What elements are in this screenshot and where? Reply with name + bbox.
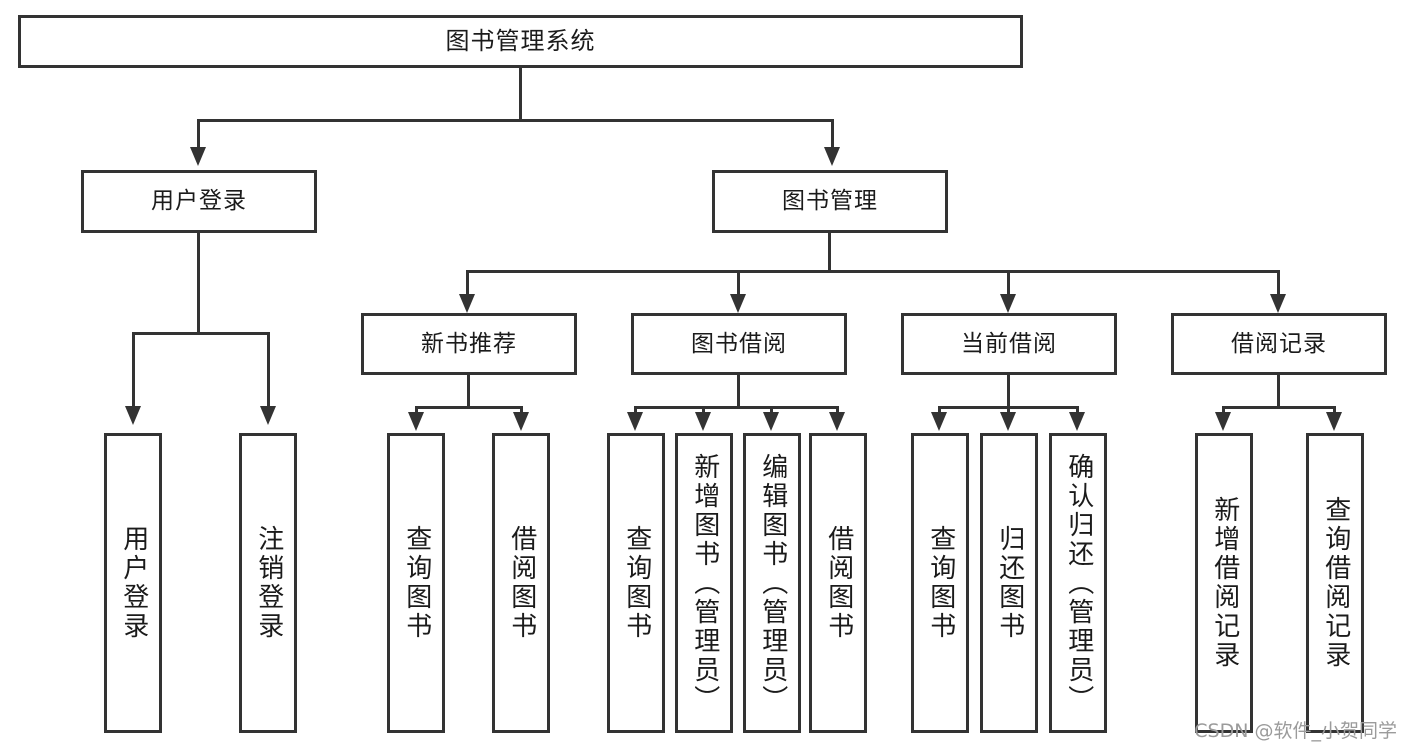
connector-new-book-bus (415, 406, 523, 409)
connector-book-borrow-stem (737, 375, 740, 409)
node-label: 图书借阅 (691, 330, 787, 357)
node-label: 新增图书（管理员） (689, 452, 720, 714)
connector-book-management-stem (828, 233, 831, 272)
leaf-query-book-borrow[interactable]: 查询图书 (607, 433, 665, 733)
connector-root-drop-right (831, 119, 834, 147)
connector-root-bus (197, 119, 834, 122)
connector-book-borrow-drop-4 (836, 406, 839, 414)
arrow-to-leaf-query-book-3 (931, 412, 947, 431)
node-label: 新增借阅记录 (1209, 496, 1240, 670)
arrow-to-current-borrow (1000, 294, 1016, 313)
leaf-borrow-book-borrow[interactable]: 借阅图书 (809, 433, 867, 733)
leaf-query-book-current[interactable]: 查询图书 (911, 433, 969, 733)
connector-new-book-drop-1 (415, 406, 418, 414)
connector-borrow-record-drop-1 (1222, 406, 1225, 414)
node-label: 查询图书 (401, 525, 432, 641)
node-label: 用户登录 (118, 525, 149, 641)
connector-book-borrow-drop-3 (770, 406, 773, 414)
node-label: 查询图书 (925, 525, 956, 641)
leaf-edit-book-admin[interactable]: 编辑图书（管理员） (743, 433, 801, 733)
leaf-add-borrow-record[interactable]: 新增借阅记录 (1195, 433, 1253, 733)
node-label: 确认归还（管理员） (1063, 452, 1094, 714)
connector-user-login-drop-1 (132, 332, 135, 406)
node-label: 编辑图书（管理员） (757, 452, 788, 714)
arrow-to-leaf-add-book (695, 412, 711, 431)
leaf-add-book-admin[interactable]: 新增图书（管理员） (675, 433, 733, 733)
leaf-borrow-book-new[interactable]: 借阅图书 (492, 433, 550, 733)
connector-level3-bus (466, 270, 1280, 273)
node-user-login[interactable]: 用户登录 (81, 170, 317, 233)
arrow-to-borrow-record (1270, 294, 1286, 313)
node-label: 借阅图书 (823, 525, 854, 641)
node-current-borrow[interactable]: 当前借阅 (901, 313, 1117, 375)
connector-borrow-record-drop-2 (1333, 406, 1336, 414)
node-label: 新书推荐 (421, 330, 517, 357)
arrow-to-leaf-query-book-1 (408, 412, 424, 431)
connector-level3-drop-1 (466, 270, 469, 294)
connector-user-login-bus (132, 332, 270, 335)
arrow-to-leaf-confirm-return (1069, 412, 1085, 431)
node-label: 借阅图书 (506, 525, 537, 641)
connector-current-borrow-drop-3 (1076, 406, 1079, 414)
node-label: 当前借阅 (961, 330, 1057, 357)
connector-root-stem (519, 68, 522, 121)
connector-current-borrow-drop-2 (1007, 406, 1010, 414)
connector-new-book-stem (467, 375, 470, 409)
arrow-to-book-borrow (730, 294, 746, 313)
connector-book-borrow-bus (634, 406, 839, 409)
node-label: 借阅记录 (1231, 330, 1327, 357)
arrow-to-leaf-query-record (1326, 412, 1342, 431)
node-label: 归还图书 (994, 525, 1025, 641)
arrow-to-leaf-logout (260, 406, 276, 425)
connector-current-borrow-drop-1 (938, 406, 941, 414)
arrow-to-leaf-query-book-2 (627, 412, 643, 431)
csdn-watermark: CSDN @软件_小贺同学 (1194, 720, 1397, 742)
node-label: 图书管理系统 (445, 26, 596, 55)
connector-borrow-record-stem (1277, 375, 1280, 409)
arrow-to-new-book (459, 294, 475, 313)
arrow-to-book-manage (824, 147, 840, 166)
node-root-system[interactable]: 图书管理系统 (18, 15, 1023, 68)
connector-user-login-stem (197, 233, 200, 334)
leaf-query-book-new[interactable]: 查询图书 (387, 433, 445, 733)
arrow-to-leaf-return-book (1000, 412, 1016, 431)
arrow-to-leaf-add-record (1215, 412, 1231, 431)
node-label: 查询借阅记录 (1320, 496, 1351, 670)
node-book-management[interactable]: 图书管理 (712, 170, 948, 233)
node-label: 注销登录 (253, 525, 284, 641)
arrow-to-user-login (190, 147, 206, 166)
connector-new-book-drop-2 (520, 406, 523, 414)
node-label: 图书管理 (782, 188, 878, 215)
connector-root-drop-left (197, 119, 200, 147)
connector-book-borrow-drop-1 (634, 406, 637, 414)
arrow-to-leaf-borrow-book-2 (829, 412, 845, 431)
node-new-book-recommend[interactable]: 新书推荐 (361, 313, 577, 375)
leaf-query-borrow-record[interactable]: 查询借阅记录 (1306, 433, 1364, 733)
connector-level3-drop-2 (737, 270, 740, 294)
arrow-to-leaf-borrow-book-1 (513, 412, 529, 431)
arrow-to-leaf-user-login (125, 406, 141, 425)
leaf-user-login[interactable]: 用户登录 (104, 433, 162, 733)
connector-level3-drop-3 (1007, 270, 1010, 294)
connector-current-borrow-stem (1007, 375, 1010, 409)
leaf-confirm-return-admin[interactable]: 确认归还（管理员） (1049, 433, 1107, 733)
node-label: 用户登录 (151, 188, 247, 215)
connector-level3-drop-4 (1277, 270, 1280, 294)
connector-user-login-drop-2 (267, 332, 270, 406)
node-label: 查询图书 (621, 525, 652, 641)
leaf-return-book[interactable]: 归还图书 (980, 433, 1038, 733)
leaf-logout[interactable]: 注销登录 (239, 433, 297, 733)
arrow-to-leaf-edit-book (763, 412, 779, 431)
connector-borrow-record-bus (1222, 406, 1336, 409)
node-borrow-record[interactable]: 借阅记录 (1171, 313, 1387, 375)
connector-book-borrow-drop-2 (702, 406, 705, 414)
node-book-borrow[interactable]: 图书借阅 (631, 313, 847, 375)
